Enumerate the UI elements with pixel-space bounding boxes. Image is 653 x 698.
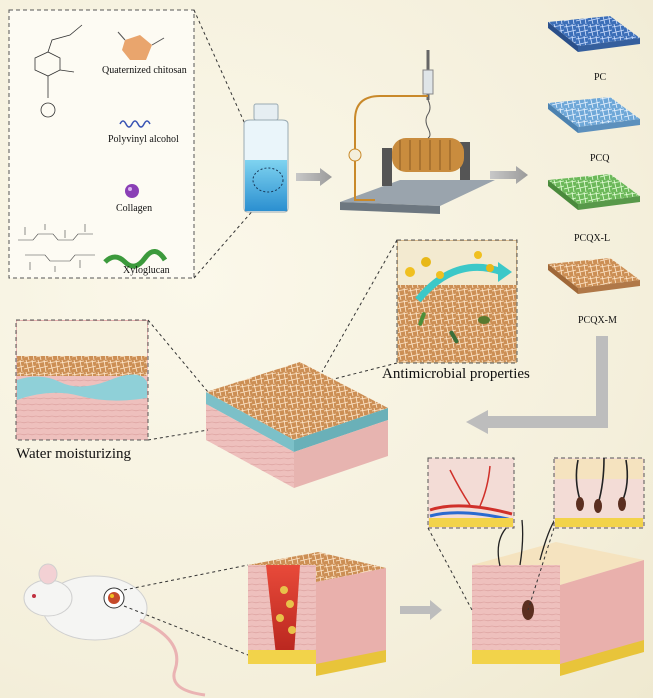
- chitosan-icon: [122, 35, 152, 60]
- xyloglucan-icon: [103, 249, 168, 269]
- label-xyloglucan: Xyloglucan: [123, 265, 170, 276]
- membrane-pcqx-m: [548, 258, 640, 294]
- pva-icon: [119, 120, 151, 128]
- membrane-pcq: [548, 97, 640, 133]
- healed-skin-block: [472, 517, 644, 676]
- membrane-pcqx-l: [548, 174, 640, 210]
- label-pcq: PCQ: [590, 153, 610, 164]
- mouse-illustration: [23, 563, 206, 697]
- wound-skin-block: [248, 552, 386, 676]
- components-box: [8, 9, 195, 279]
- label-pcqx-l: PCQX-L: [574, 233, 611, 244]
- electrospinning-device: [340, 50, 495, 214]
- label-collagen: Collagen: [116, 203, 153, 214]
- label-polyvinyl-alcohol: Polyvinyl alcohol: [108, 134, 179, 145]
- xyloglucan-structure: [18, 224, 95, 272]
- label-pc: PC: [594, 72, 607, 83]
- dressing-on-skin: [206, 362, 388, 488]
- label-pcqx-m: PCQX-M: [578, 315, 617, 326]
- chitosan-structure: [34, 24, 83, 118]
- label-moisturizing: Water moisturizing: [16, 446, 132, 462]
- membrane-pc: [548, 16, 640, 52]
- solution-bottle: [243, 103, 289, 213]
- label-antimicrobial: Antimicrobial properties: [382, 366, 530, 382]
- collagen-icon: [125, 184, 139, 198]
- label-quaternized-chitosan: Quaternized chitosan: [102, 65, 187, 76]
